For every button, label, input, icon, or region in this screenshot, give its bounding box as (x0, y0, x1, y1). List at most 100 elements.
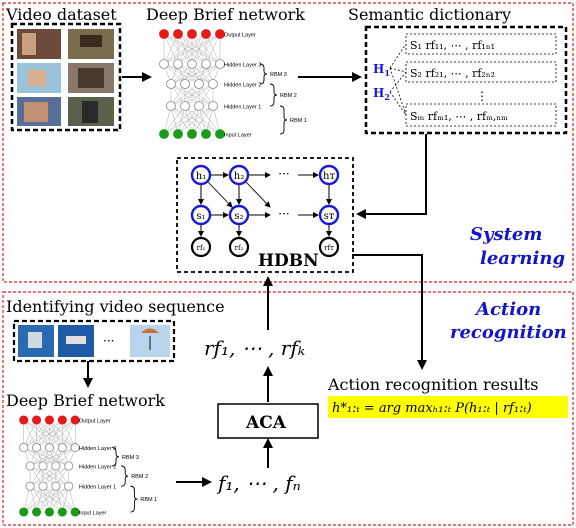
dbn-bottom-connection (49, 486, 69, 513)
hdbn-h-node-label: h₂ (234, 171, 244, 182)
dbn-top-node (166, 101, 176, 111)
dbn-bottom-node (32, 443, 42, 453)
dbn-bottom-node (70, 507, 80, 517)
dbn-bottom-node (25, 461, 35, 471)
dbn-bottom-rbm-brace (121, 465, 129, 487)
system-learning-label-1: System (470, 224, 542, 245)
dbn-bottom-node (57, 415, 67, 425)
action-recognition-region (2, 291, 574, 526)
hdbn-ellipsis: ··· (278, 167, 289, 181)
hdbn-s-node (228, 204, 250, 226)
dbn-bottom-node (57, 507, 67, 517)
dbn-bottom-connection (30, 447, 76, 467)
video-dataset-title: Video dataset (5, 5, 117, 24)
dbn-bottom-node (38, 461, 48, 471)
results-highlight (328, 396, 568, 418)
f-sequence: f₁, ⋯ , fₙ (216, 471, 301, 495)
hdbn-h-node-label: h₁ (196, 171, 206, 182)
dbn-top-layer-label: Hidden Layer 2 (224, 83, 261, 89)
dbn-top-layer-label: Input Layer (224, 133, 252, 139)
dbn-top-node (187, 29, 197, 39)
dbn-top-connection (170, 63, 221, 85)
dbn-top-rbm-brace (279, 105, 288, 135)
hdbn-rf-node (190, 236, 212, 258)
dbn-bottom-connection (36, 486, 69, 513)
dbn-top-rbm-brace (259, 63, 268, 85)
dbn-bottom-node (32, 507, 42, 517)
dbn-bottom-node (70, 415, 80, 425)
dbn-top-node (173, 29, 183, 39)
dictionary-h2-label: H2 (373, 86, 390, 102)
dbn-bottom-connection (23, 419, 76, 448)
dbn-bottom-node (19, 507, 29, 517)
dictionary-row-1: S₁ rf₁₁, ⋯ , rf₁ₙ₁ (410, 39, 495, 52)
semantic-dictionary-title: Semantic dictionary (348, 5, 511, 24)
hdbn-h-node-label: hᴛ (323, 171, 335, 182)
dbn-top-node (215, 129, 225, 139)
dbn-top-layer-label: Hidden Layer 3 (224, 63, 261, 69)
dbn-bottom-node (19, 415, 29, 425)
dbn-top-node (187, 129, 197, 139)
dbn-bottom-rbm-brace (111, 447, 120, 467)
dbn-title-bottom: Deep Brief network (6, 391, 165, 410)
dbn-top-node (180, 79, 190, 89)
dbn-top-node (201, 29, 211, 39)
dbn-top-connection (205, 33, 221, 65)
dbn-bottom-node (32, 415, 42, 425)
aca-label: ACA (245, 413, 287, 433)
dbn-top-layer-label: Hidden Layer 1 (224, 105, 261, 111)
dbn-bottom-connection (36, 419, 76, 448)
arrow-dictionary-to-hdbn (356, 134, 427, 219)
dbn-top-connection (177, 105, 214, 135)
hdbn-rf-node (228, 236, 250, 258)
dbn-bottom-node (25, 481, 35, 491)
dbn-top-connection (170, 83, 214, 107)
dbn-bottom-layer-label: Hidden Layer 1 (79, 485, 116, 491)
hdbn-rf-node-label: rfᴛ (324, 244, 334, 252)
hdbn-h-node (228, 164, 250, 186)
video-dataset-box (10, 22, 122, 132)
dbn-top-connection (163, 105, 200, 135)
dbn-bottom-connection (30, 447, 63, 467)
dbn-bottom-rbm-label: RBM 3 (122, 455, 139, 461)
dbn-bottom-rbm-label: RBM 1 (140, 497, 157, 503)
dbn-top-connection (191, 105, 214, 135)
dictionary-row-2: S₂ rf₂₁, ⋯ , rf₂ₙ₂ (410, 67, 495, 80)
hdbn-s-node-label: s₁ (196, 211, 205, 222)
dbn-top-node (180, 101, 190, 111)
dbn-top-connection (163, 33, 207, 65)
dbn-top-node (201, 129, 211, 139)
dbn-bottom-connection (23, 486, 57, 513)
identifying-title: Identifying video sequence (6, 297, 225, 316)
dbn-bottom-connection (42, 465, 69, 487)
dbn-bottom-node (57, 443, 67, 453)
dbn-top-layer-label: Output Layer (224, 33, 256, 39)
dbn-bottom-layer-label: Output Layer (79, 419, 111, 425)
hdbn-edge (207, 181, 233, 208)
dbn-top-connection (184, 83, 214, 107)
dbn-top-connection (163, 33, 193, 65)
dbn-bottom-node (64, 461, 74, 471)
dictionary-row-m: Sₘ rfₘ₁, ⋯ , rfₘ,ₙₘ (410, 110, 508, 123)
dbn-bottom-connection (23, 486, 44, 513)
dbn-top-rbm-brace (269, 83, 278, 107)
rf-sequence: rf₁, ⋯ , rfₖ (204, 336, 305, 360)
dbn-top-connection (184, 63, 221, 85)
system-learning-region (2, 2, 574, 283)
hdbn-s-node-label: s₂ (234, 211, 243, 222)
dbn-top-connection (163, 33, 179, 65)
dbn-bottom-node (51, 461, 61, 471)
hdbn-s-node (318, 204, 340, 226)
dbn-top-connection (163, 105, 214, 135)
action-recognition-label-2: recognition (450, 322, 567, 343)
dbn-top-connection (170, 83, 200, 107)
dbn-title-top: Deep Brief network (146, 5, 305, 24)
dbn-bottom-node (64, 481, 74, 491)
dbn-bottom-layer-label: Hidden Layer 3 (79, 446, 116, 452)
arrow-hdbn-to-results (352, 254, 427, 370)
hdbn-s-node-label: sᴛ (324, 211, 335, 222)
dbn-bottom-connection (23, 419, 63, 448)
